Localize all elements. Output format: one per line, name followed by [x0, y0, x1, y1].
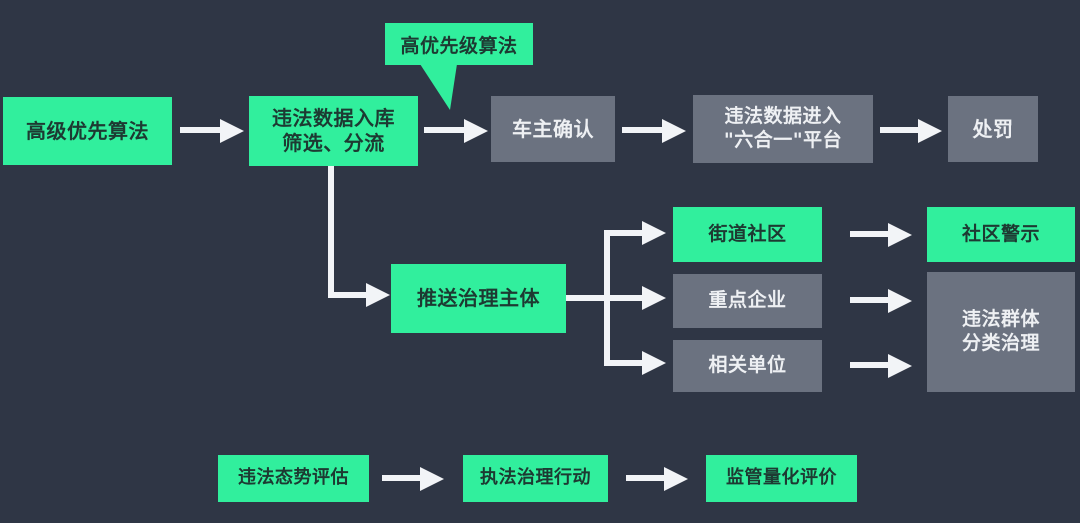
arrow-related-unit-to-classification	[850, 351, 912, 381]
node-violation-situation-assessment[interactable]: 违法态势评估	[218, 455, 369, 502]
node-key-enterprise[interactable]: 重点企业	[673, 274, 822, 328]
node-penalty[interactable]: 处罚	[948, 96, 1038, 162]
node-violation-data-entry[interactable]: 违法数据入库 筛选、分流	[249, 96, 418, 166]
node-six-in-one-platform[interactable]: 违法数据进入 "六合一"平台	[693, 95, 873, 163]
arrow-assessment-to-enforcement-action	[382, 464, 444, 494]
connector-data-entry-to-push-subject	[324, 166, 394, 311]
node-regulatory-quantitative-evaluation[interactable]: 监管量化评价	[706, 455, 857, 502]
callout-high-priority-algorithm[interactable]: 高优先级算法	[385, 23, 533, 65]
arrow-enforcement-action-to-evaluation	[626, 464, 688, 494]
node-enforcement-governance-action[interactable]: 执法治理行动	[463, 455, 608, 502]
arrow-algorithm-to-data-entry	[180, 116, 244, 146]
node-related-unit[interactable]: 相关单位	[673, 340, 822, 392]
node-push-governance-subject[interactable]: 推送治理主体	[391, 264, 566, 333]
node-owner-confirmation[interactable]: 车主确认	[491, 96, 615, 162]
arrow-data-entry-to-owner-confirmation	[424, 116, 488, 146]
node-community-warning[interactable]: 社区警示	[927, 207, 1075, 262]
arrow-key-enterprise-to-classification	[850, 286, 912, 316]
arrow-owner-confirmation-to-platform	[622, 116, 686, 146]
arrow-street-community-to-community-warning	[850, 220, 912, 250]
node-violation-group-classification[interactable]: 违法群体 分类治理	[927, 272, 1075, 392]
connector-push-subject-three-way-branch	[566, 221, 676, 375]
node-street-community[interactable]: 街道社区	[673, 207, 822, 262]
node-advanced-priority-algorithm[interactable]: 高级优先算法	[3, 97, 172, 165]
arrow-platform-to-penalty	[880, 116, 942, 146]
